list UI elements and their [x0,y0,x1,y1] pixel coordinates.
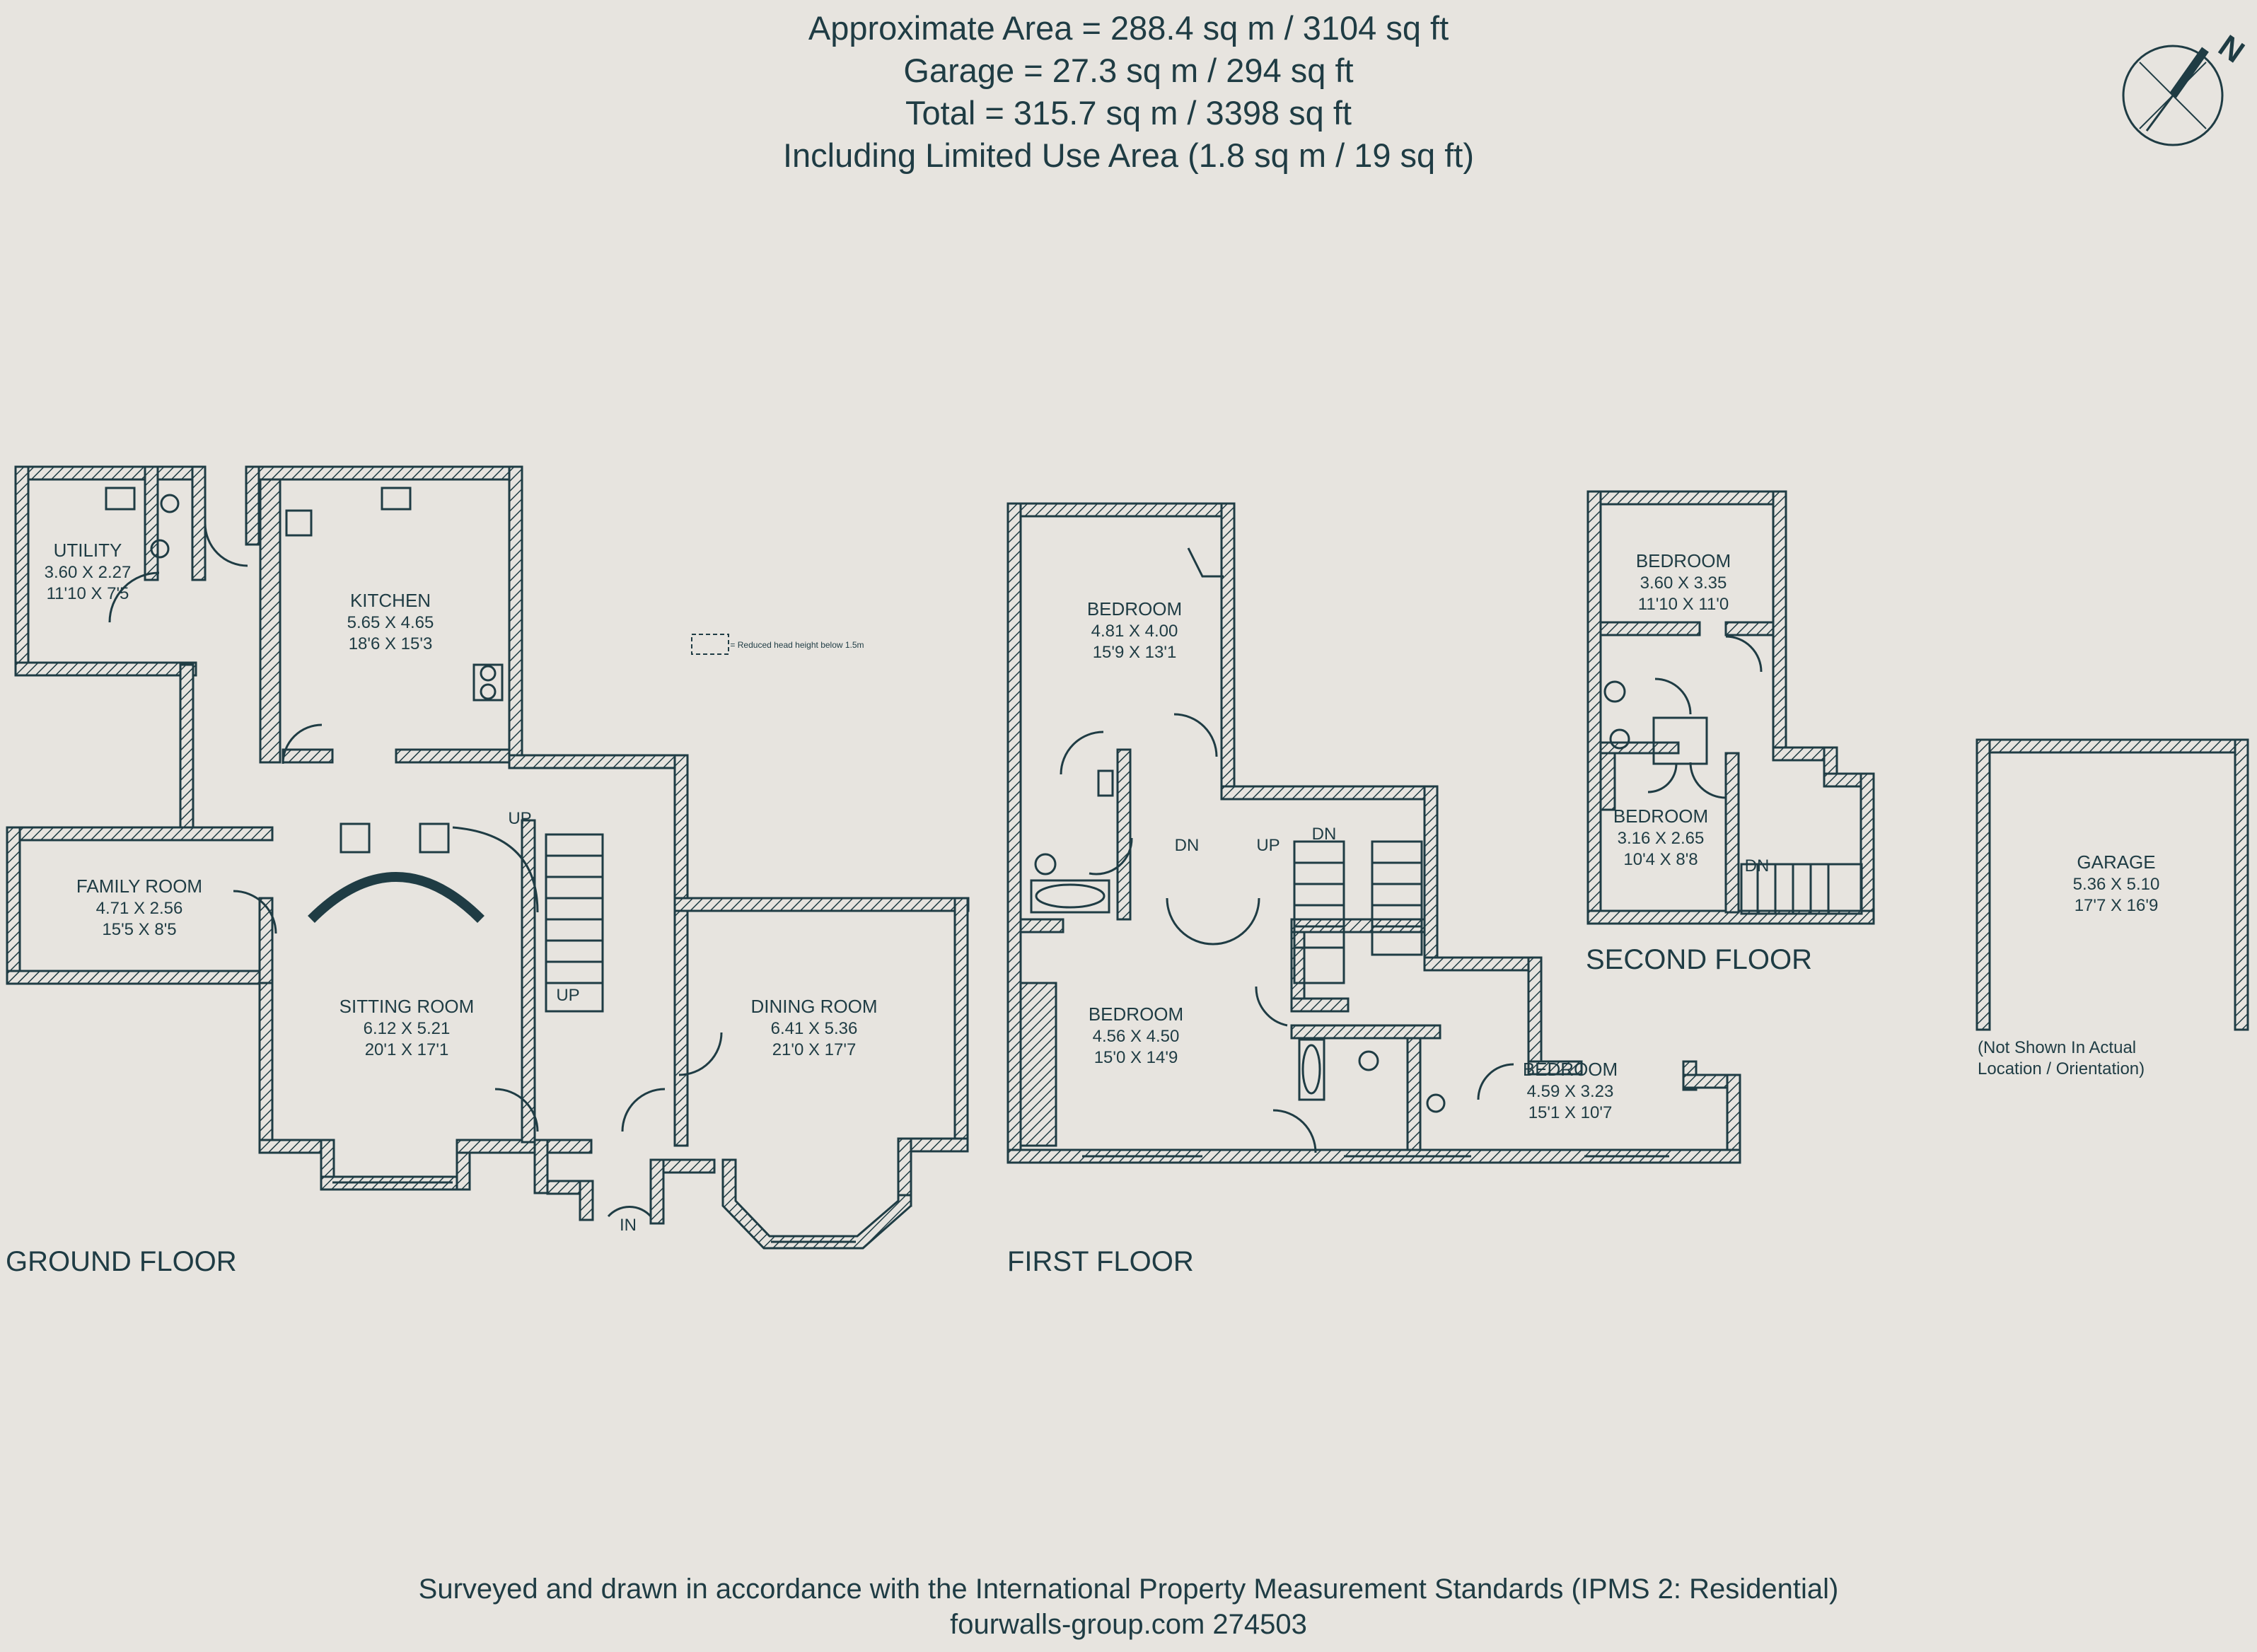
garage-area-line: Garage = 27.3 sq m / 294 sq ft [903,52,1354,89]
bedroom-4-name: BEDROOM [1636,550,1731,571]
stair-up-label: UP [556,986,579,1005]
first-floor-fixtures [1030,547,1669,1158]
bedroom-2-metric: 4.56 X 4.50 [1093,1027,1180,1046]
stair-down-label: DN [1745,856,1770,876]
kitchen-name: KITCHEN [350,590,431,611]
bedroom-5-name: BEDROOM [1613,805,1708,827]
sitting-room-imperial: 20'1 X 17'1 [365,1040,449,1059]
second-floor-fixtures [1603,635,1863,915]
utility-metric: 3.60 X 2.27 [45,563,132,582]
reduced-height-legend-icon [691,634,729,655]
dining-room-metric: 6.41 X 5.36 [771,1019,858,1038]
garage-note-line2: Location / Orientation) [1978,1059,2145,1078]
compass-north-label: N [2212,28,2251,69]
area-summary: Approximate Area = 288.4 sq m / 3104 sq … [0,7,2257,177]
family-room-name: FAMILY ROOM [76,876,202,897]
garage-note-line1: (Not Shown In Actual [1978,1038,2136,1057]
dining-room-imperial: 21'0 X 17'7 [772,1040,857,1059]
stair-down-label: DN [1312,825,1337,844]
stair-down-label: DN [1175,836,1200,855]
stair-up-label: UP [508,809,531,828]
total-area-line: Total = 315.7 sq m / 3398 sq ft [905,94,1352,132]
bedroom-5-metric: 3.16 X 2.65 [1618,829,1705,848]
bedroom-1-name: BEDROOM [1087,598,1182,620]
limited-use-area-line: Including Limited Use Area (1.8 sq m / 1… [782,136,1475,174]
family-room-metric: 4.71 X 2.56 [96,899,183,918]
utility-name: UTILITY [54,540,122,561]
garage-name: GARAGE [2077,851,2155,873]
bedroom-4-metric: 3.60 X 3.35 [1640,574,1727,593]
utility-imperial: 11'10 X 7'5 [47,584,129,603]
ground-floor-fixtures [105,487,856,1243]
second-floor-label: SECOND FLOOR [1586,944,1812,975]
ground-floor-plan [6,465,970,1250]
entrance-label: IN [620,1216,637,1235]
sitting-room-metric: 6.12 X 5.21 [364,1019,451,1038]
legend-text: = Reduced head height below 1.5m [730,640,864,650]
bedroom-3-imperial: 15'1 X 10'7 [1528,1103,1613,1122]
bedroom-1-imperial: 15'9 X 13'1 [1093,643,1177,662]
reference-line: fourwalls-group.com 274503 [950,1609,1307,1640]
bedroom-5-imperial: 10'4 X 8'8 [1623,850,1698,869]
footer: Surveyed and drawn in accordance with th… [0,1571,2257,1642]
family-room-imperial: 15'5 X 8'5 [102,920,176,939]
garage-plan [1975,738,2249,1031]
bedroom-1-metric: 4.81 X 4.00 [1091,622,1178,641]
kitchen-metric: 5.65 X 4.65 [347,613,434,632]
bedroom-4-imperial: 11'10 X 11'0 [1638,595,1729,614]
stair-up-label: UP [1256,836,1280,855]
sitting-room-name: SITTING ROOM [340,996,475,1017]
north-compass-icon: N [2122,28,2251,146]
first-floor-label: FIRST FLOOR [1007,1246,1194,1277]
second-floor-plan [1586,490,1875,925]
garage-imperial: 17'7 X 16'9 [2075,896,2159,915]
bedroom-2-imperial: 15'0 X 14'9 [1094,1048,1178,1067]
garage-metric: 5.36 X 5.10 [2073,875,2160,894]
bedroom-3-name: BEDROOM [1523,1059,1618,1080]
ground-floor-label: GROUND FLOOR [6,1246,237,1277]
bedroom-2-name: BEDROOM [1089,1004,1183,1025]
bedroom-3-metric: 4.59 X 3.23 [1527,1082,1614,1101]
dining-room-name: DINING ROOM [750,996,877,1017]
ipms-statement: Surveyed and drawn in accordance with th… [418,1574,1839,1605]
kitchen-imperial: 18'6 X 15'3 [349,634,433,653]
approximate-area-line: Approximate Area = 288.4 sq m / 3104 sq … [808,9,1449,47]
